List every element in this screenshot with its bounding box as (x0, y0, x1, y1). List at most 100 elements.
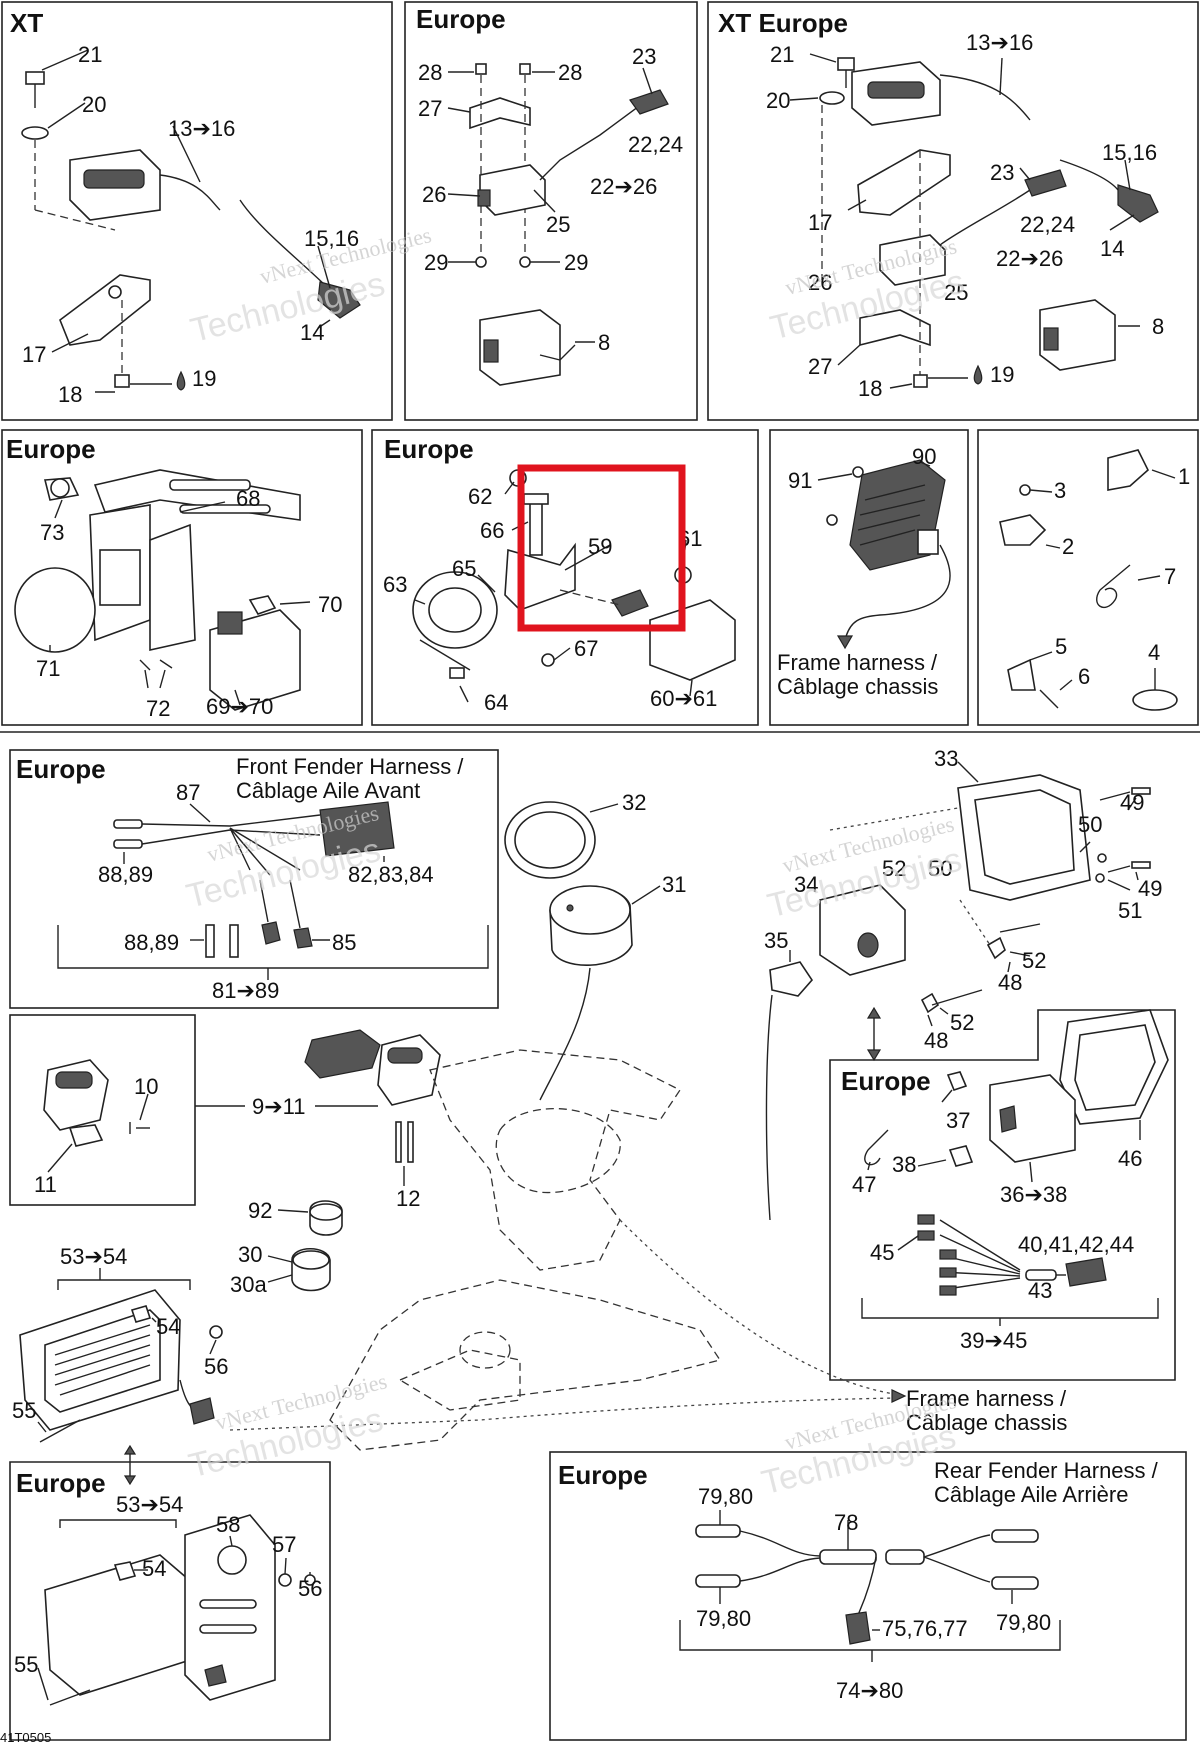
harness-note-2: Câblage chassis (777, 674, 938, 699)
rear-fender-parts (679, 1510, 1061, 1662)
svg-text:75,76,77: 75,76,77 (882, 1616, 968, 1641)
svg-text:48: 48 (998, 970, 1022, 995)
svg-text:51: 51 (1118, 898, 1142, 923)
xt-parts (21, 49, 361, 393)
svg-text:13➔16: 13➔16 (966, 30, 1033, 55)
svg-text:9➔11: 9➔11 (252, 1094, 306, 1119)
svg-text:23: 23 (990, 160, 1014, 185)
front-fender-caption-1: Front Fender Harness / (236, 754, 464, 779)
panel-europe-top-frame (404, 1, 698, 421)
connector-part (611, 589, 649, 617)
svg-text:26: 26 (808, 270, 832, 295)
relay-part (1039, 299, 1116, 371)
svg-text:88,89: 88,89 (124, 930, 179, 955)
harness-note-1: Frame harness / (777, 650, 938, 675)
panel-switch-frame (9, 1014, 196, 1206)
europe-lights-callouts: 68 73 70 71 72 69➔70 (36, 486, 342, 721)
xt-europe-callouts: 21 20 13➔16 15,16 23 17 22,24 14 26 22➔2… (766, 30, 1164, 401)
panel-europe-lights-frame (1, 429, 363, 726)
svg-text:68: 68 (236, 486, 260, 511)
panel-fasteners-frame (977, 429, 1199, 726)
svg-text:53➔54: 53➔54 (60, 1244, 127, 1269)
washer-part (21, 126, 49, 140)
svg-text:64: 64 (484, 690, 508, 715)
svg-text:55: 55 (12, 1398, 36, 1423)
headlight-parts (765, 761, 1151, 1221)
p-clamp-part (1007, 658, 1036, 691)
panel-europe-top-title: Europe (416, 4, 506, 34)
svg-text:48: 48 (924, 1028, 948, 1053)
svg-text:10: 10 (134, 1074, 158, 1099)
flasher-bracket (879, 234, 946, 286)
svg-text:82,83,84: 82,83,84 (348, 862, 434, 887)
svg-text:34: 34 (794, 872, 818, 897)
svg-text:50: 50 (1078, 812, 1102, 837)
panel-rear-fender-title: Europe (558, 1460, 648, 1490)
svg-text:4: 4 (1148, 640, 1160, 665)
rear-fender-callouts: 79,80 78 79,80 75,76,77 79,80 74➔80 (696, 1484, 1051, 1703)
svg-text:18: 18 (858, 376, 882, 401)
svg-text:30: 30 (238, 1242, 262, 1267)
svg-text:67: 67 (574, 636, 598, 661)
svg-text:13➔16: 13➔16 (168, 116, 235, 141)
bracket-part (59, 274, 151, 346)
panel-tail-title: Europe (16, 1468, 106, 1498)
svg-text:38: 38 (892, 1152, 916, 1177)
svg-text:45: 45 (870, 1240, 894, 1265)
svg-text:74➔80: 74➔80 (836, 1678, 903, 1703)
fasteners-callouts: 1 3 2 7 5 6 4 (1054, 464, 1190, 689)
svg-text:22,24: 22,24 (1020, 212, 1075, 237)
svg-text:91: 91 (788, 468, 812, 493)
svg-text:52: 52 (1022, 948, 1046, 973)
svg-text:81➔89: 81➔89 (212, 978, 279, 1003)
svg-text:28: 28 (558, 60, 582, 85)
tail-europe-parts (37, 1514, 316, 1706)
svg-text:2: 2 (1062, 534, 1074, 559)
console-callouts: 92 30 30a Frame harness / Câblage chassi… (230, 1198, 1067, 1435)
panel-headlight-title: Europe (841, 1066, 931, 1096)
svg-text:17: 17 (808, 210, 832, 235)
svg-text:7: 7 (1164, 564, 1176, 589)
splice-part (819, 1549, 877, 1565)
svg-text:27: 27 (808, 354, 832, 379)
regulator-parts (817, 459, 951, 650)
svg-text:29: 29 (424, 250, 448, 275)
svg-text:22,24: 22,24 (628, 132, 683, 157)
rear-fender-caption-2: Câblage Aile Arrière (934, 1482, 1128, 1507)
europe-top-parts (447, 63, 669, 386)
svg-text:5: 5 (1055, 634, 1067, 659)
panel-regulator-frame (769, 429, 969, 726)
fasteners-parts (999, 449, 1178, 711)
svg-text:1: 1 (1178, 464, 1190, 489)
svg-text:65: 65 (452, 556, 476, 581)
svg-text:66: 66 (480, 518, 504, 543)
svg-text:54: 54 (156, 1314, 180, 1339)
svg-text:90: 90 (912, 444, 936, 469)
svg-text:87: 87 (176, 780, 200, 805)
svg-text:28: 28 (418, 60, 442, 85)
xt-europe-parts (789, 53, 1159, 389)
svg-text:79,80: 79,80 (698, 1484, 753, 1509)
svg-text:40,41,42,44: 40,41,42,44 (1018, 1232, 1134, 1257)
svg-text:52: 52 (950, 1010, 974, 1035)
panel-front-fender-title: Europe (16, 754, 106, 784)
switch-body (43, 1059, 109, 1131)
svg-text:15,16: 15,16 (304, 226, 359, 251)
svg-text:31: 31 (662, 872, 686, 897)
europe-horn-parts (412, 469, 736, 703)
svg-text:27: 27 (418, 96, 442, 121)
connector-part (189, 1397, 215, 1425)
headlight-lens (989, 1074, 1076, 1163)
svg-text:20: 20 (766, 88, 790, 113)
panel-headlight-frame (829, 1009, 1176, 1381)
bulb-part (769, 961, 814, 997)
headlight-europe-harness (861, 1214, 1159, 1326)
panel-europe-horn-title: Europe (384, 434, 474, 464)
svg-text:37: 37 (946, 1108, 970, 1133)
headlight-callouts: 33 49 50 52 50 49 51 34 52 48 35 52 48 (764, 746, 1162, 1053)
svg-text:14: 14 (300, 320, 324, 345)
hose-clamp-part (1132, 689, 1178, 711)
svg-text:8: 8 (598, 330, 610, 355)
tail-parts (19, 1268, 223, 1486)
svg-text:17: 17 (22, 342, 46, 367)
